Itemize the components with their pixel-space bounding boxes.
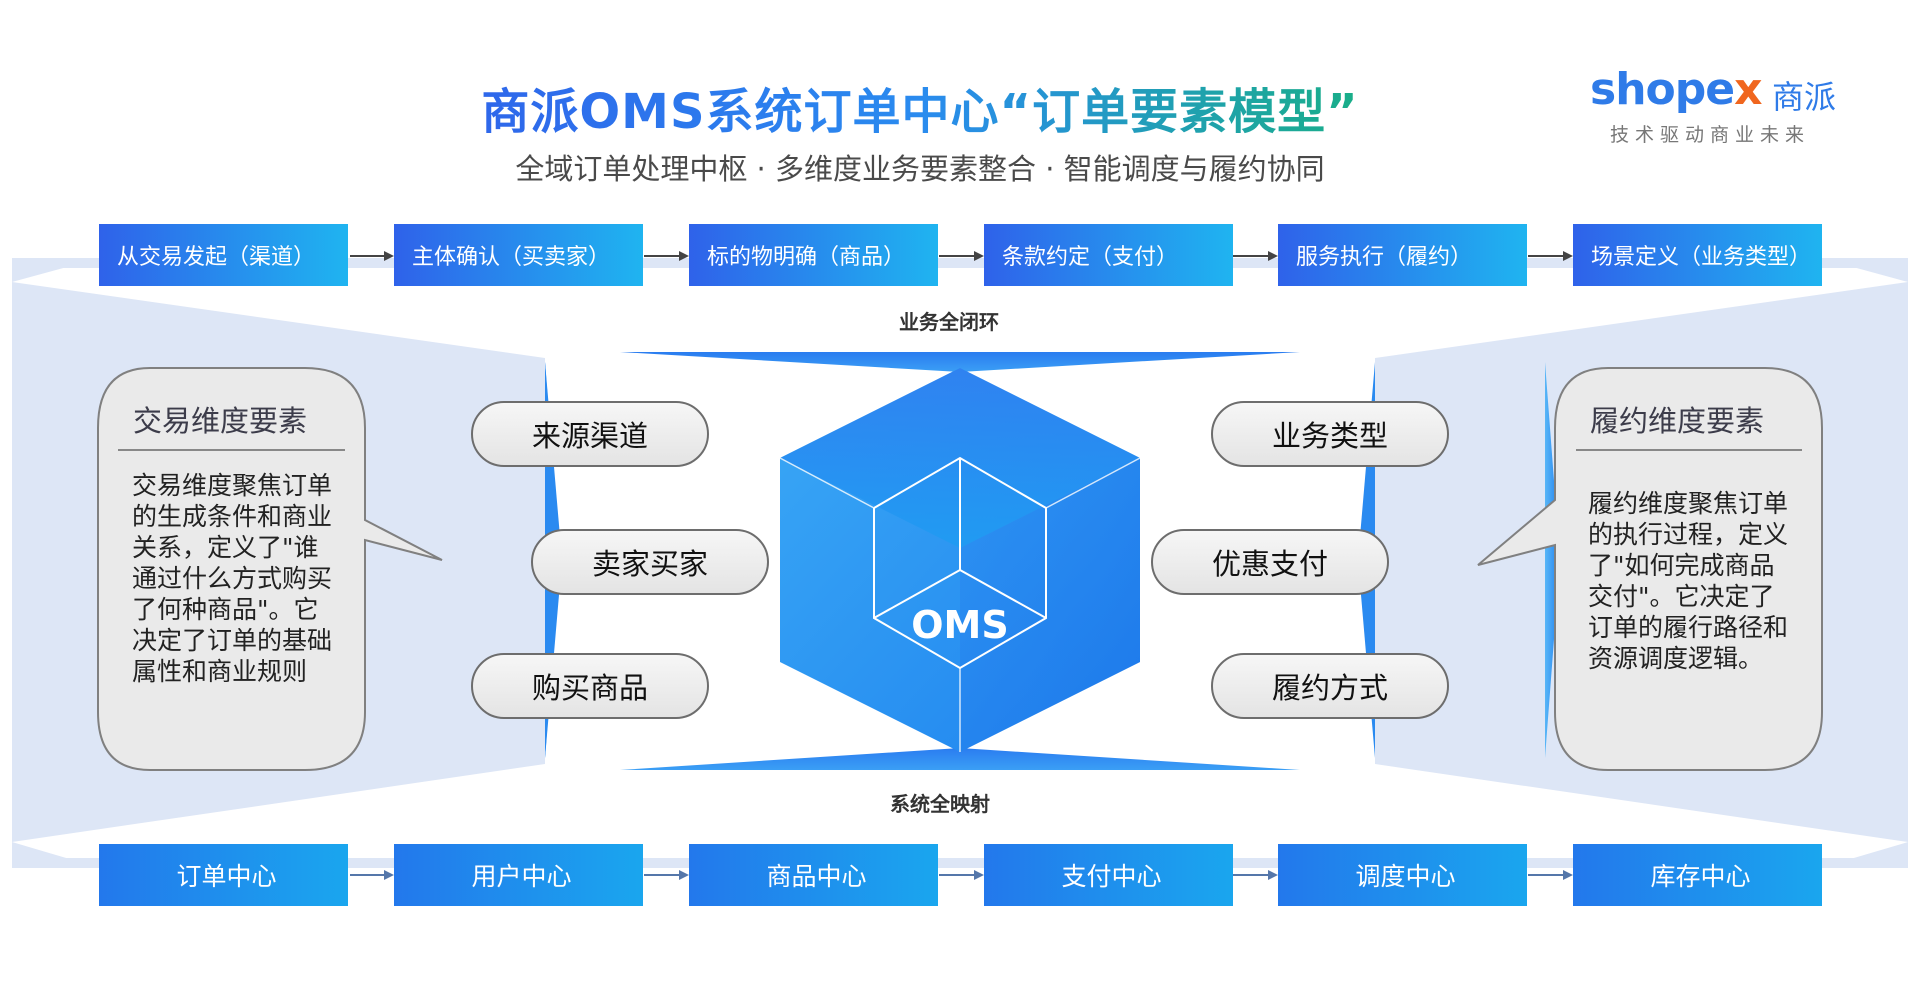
page-subtitle: 全域订单处理中枢 · 多维度业务要素整合 · 智能调度与履约协同: [515, 152, 1325, 186]
top-flow-step-2: 主体确认（买卖家）: [394, 224, 643, 286]
bottom-flow-step-1: 订单中心: [99, 844, 348, 906]
pill-discount-payment: 优惠支付: [1151, 529, 1389, 595]
oms-cube: [779, 368, 1141, 752]
oms-label: OMS: [911, 603, 1009, 647]
pill-fulfillment-method: 履约方式: [1211, 653, 1449, 719]
logo-chinese: 商派: [1772, 78, 1837, 116]
right-bubble-title: 履约维度要素: [1590, 404, 1765, 438]
right-bubble-shape: [1477, 367, 1823, 771]
bottom-flow-step-5: 调度中心: [1278, 844, 1527, 906]
bottom-flow-step-4: 支付中心: [984, 844, 1233, 906]
top-fan: [620, 352, 1300, 372]
bottom-flow-step-2: 用户中心: [394, 844, 643, 906]
pill-source-channel: 来源渠道: [471, 401, 709, 467]
shopex-logo: shopex 商派 技术驱动商业未来: [1590, 60, 1850, 150]
bottom-flow-step-3: 商品中心: [689, 844, 938, 906]
top-flow-step-4: 条款约定（支付）: [984, 224, 1233, 286]
bottom-fan: [620, 748, 1300, 770]
pill-purchase-goods: 购买商品: [471, 653, 709, 719]
left-bubble-text: 交易维度聚焦订单的生成条件和商业关系，定义了"谁通过什么方式购买了何种商品"。它…: [132, 471, 333, 686]
top-flow-step-6: 场景定义（业务类型）: [1573, 224, 1822, 286]
page-title: 商派OMS系统订单中心“订单要素模型”: [420, 72, 1420, 142]
top-flow-arrows: [350, 251, 1573, 261]
left-bubble-title: 交易维度要素: [133, 404, 308, 438]
right-fan: [1545, 362, 1560, 758]
bottom-flow-step-6: 库存中心: [1573, 844, 1822, 906]
top-flow-step-1: 从交易发起（渠道）: [99, 224, 348, 286]
right-bubble-text: 履约维度聚焦订单的执行过程，定义了"如何完成商品交付"。它决定了订单的履行路径和…: [1588, 489, 1789, 673]
bottom-band-label: 系统全映射: [890, 792, 990, 816]
logo-wordmark: shopex: [1590, 64, 1762, 115]
bottom-flow-arrows: [350, 870, 1573, 880]
top-band-label: 业务全闭环: [899, 310, 999, 334]
top-flow-step-3: 标的物明确（商品）: [689, 224, 938, 286]
logo-slogan: 技术驱动商业未来: [1610, 124, 1811, 146]
pill-business-type: 业务类型: [1211, 401, 1449, 467]
left-bubble-shape: [97, 367, 443, 771]
pill-seller-buyer: 卖家买家: [531, 529, 769, 595]
top-flow-step-5: 服务执行（履约）: [1278, 224, 1527, 286]
